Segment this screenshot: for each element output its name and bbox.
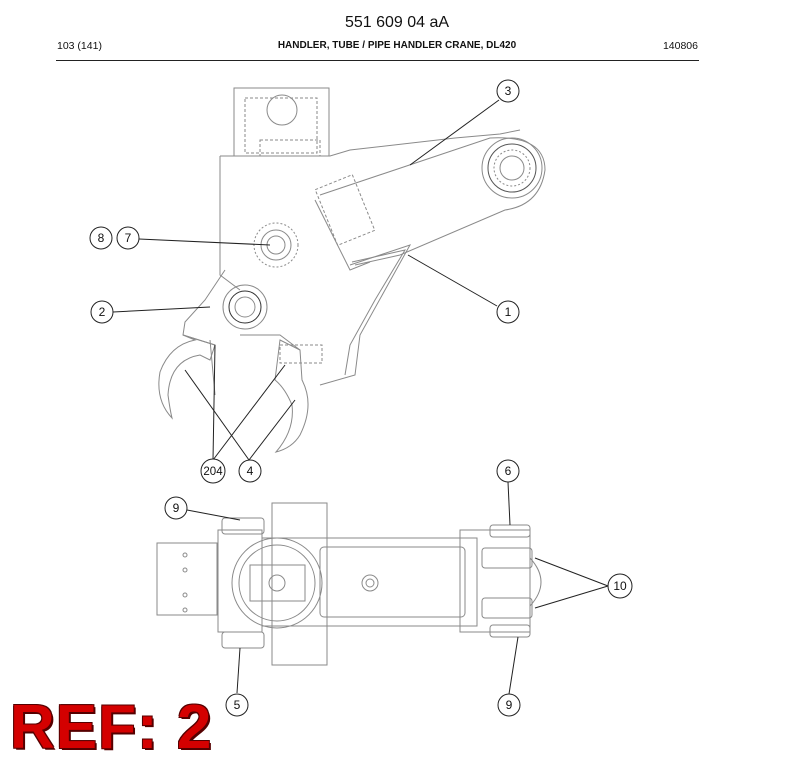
callout-labels: 3 1 8 7 2 204 4 6 9 5 9 10 (98, 84, 627, 712)
callout-label-3: 3 (505, 84, 512, 98)
callout-label-5: 5 (234, 698, 241, 712)
callout-3 (496, 79, 520, 103)
page-number: 103 (141) (57, 40, 102, 52)
document-title: HANDLER, TUBE / PIPE HANDLER CRANE, DL42… (277, 40, 517, 51)
callout-layer (89, 79, 633, 717)
callout-label-9-lower: 9 (506, 698, 513, 712)
callout-label-4: 4 (247, 464, 254, 478)
callout-label-10: 10 (613, 579, 627, 593)
callout-label-1: 1 (505, 305, 512, 319)
upper-side-view (158, 87, 546, 453)
callout-4 (238, 459, 262, 483)
callout-2 (90, 300, 114, 324)
callout-6 (496, 459, 520, 483)
callout-7 (116, 226, 140, 250)
callout-1 (496, 300, 520, 324)
callout-9-upper (164, 496, 188, 520)
document-number: 551 609 04 aA (344, 14, 450, 31)
callout-5 (225, 693, 249, 717)
ref-stamp: REF: 2 (10, 693, 213, 762)
header-rule (56, 60, 699, 61)
callout-label-204: 204 (203, 466, 223, 478)
callout-8 (89, 226, 113, 250)
callout-10 (607, 573, 633, 599)
callout-label-6: 6 (505, 464, 512, 478)
callout-label-9-upper: 9 (173, 501, 180, 515)
callout-label-7: 7 (125, 231, 132, 245)
callout-9-lower (497, 693, 521, 717)
callout-204 (200, 458, 226, 484)
callout-label-2: 2 (99, 305, 106, 319)
date-code: 140806 (662, 40, 698, 52)
lower-top-view (156, 502, 542, 666)
callout-label-8: 8 (98, 231, 105, 245)
